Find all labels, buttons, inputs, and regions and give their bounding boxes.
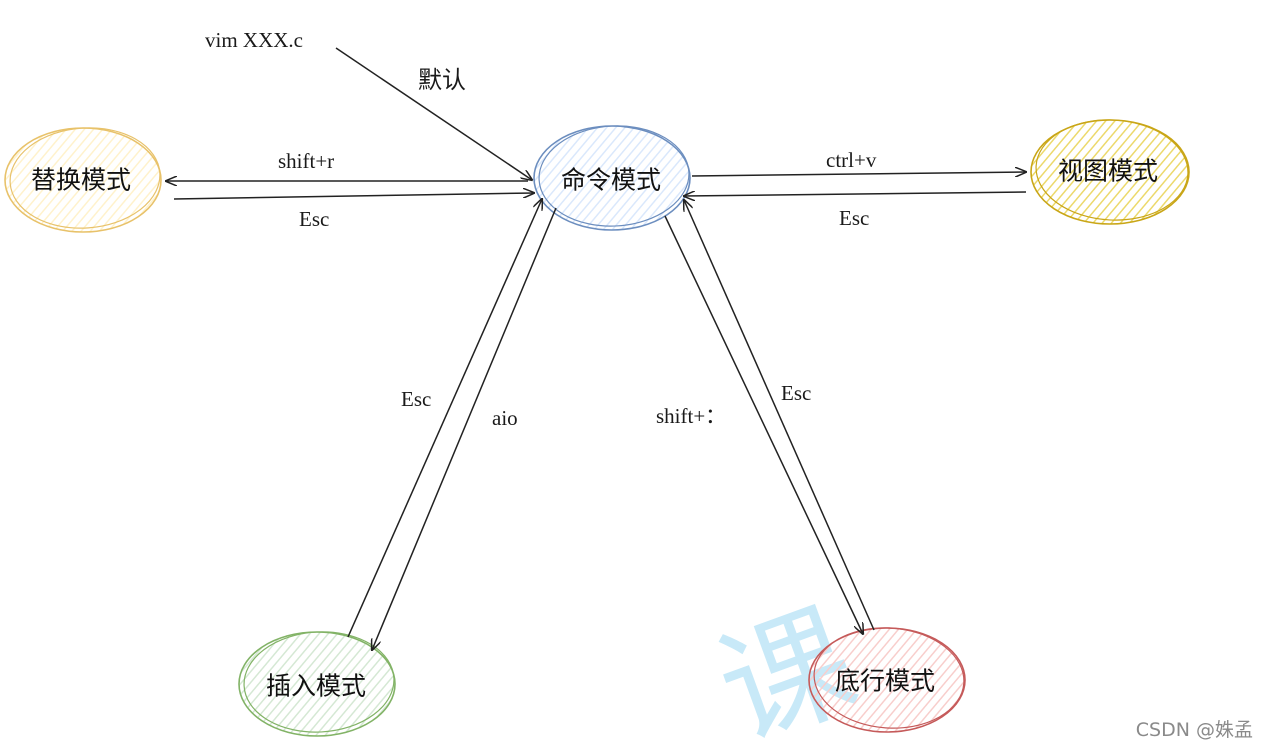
edge-command-to-visual [691, 172, 1026, 176]
edge-replace-to-command [173, 193, 534, 200]
node-command-shape [533, 125, 691, 231]
edge-label-aio: aio [492, 406, 518, 430]
node-visual-shape [1030, 119, 1190, 225]
node-lastline-shape [808, 627, 966, 733]
edge-entry-to-command [335, 47, 532, 180]
edge-label-visual-esc: Esc [839, 206, 870, 230]
edge-lastline-to-command [684, 200, 875, 631]
edge-visual-to-command [684, 192, 1027, 196]
edge-label-replace-esc: Esc [299, 207, 330, 231]
entry-command-label: vim XXX.c [205, 28, 303, 52]
edge-command-to-lastline [664, 215, 863, 634]
edge-label-shift-colon: shift+： [656, 404, 727, 428]
node-replace-label: 替换模式 [30, 165, 132, 195]
entry-default-label: 默认 [418, 66, 466, 94]
edge-label-insert-esc: Esc [401, 387, 432, 411]
source-credit: CSDN @姝孟 [1135, 719, 1253, 741]
node-visual-label: 视图模式 [1057, 156, 1159, 186]
node-command-label: 命令模式 [560, 165, 662, 195]
node-lastline-label: 底行模式 [834, 666, 936, 696]
edge-label-lastline-esc: Esc [781, 381, 812, 405]
edge-label-shift-r: shift+r [278, 149, 335, 173]
edge-command-to-insert [372, 207, 557, 650]
edge-label-ctrl-v: ctrl+v [826, 148, 877, 172]
node-replace-shape [4, 127, 162, 233]
edge-insert-to-command [347, 199, 542, 638]
node-insert-label: 插入模式 [265, 671, 367, 701]
node-insert-shape [238, 631, 396, 737]
